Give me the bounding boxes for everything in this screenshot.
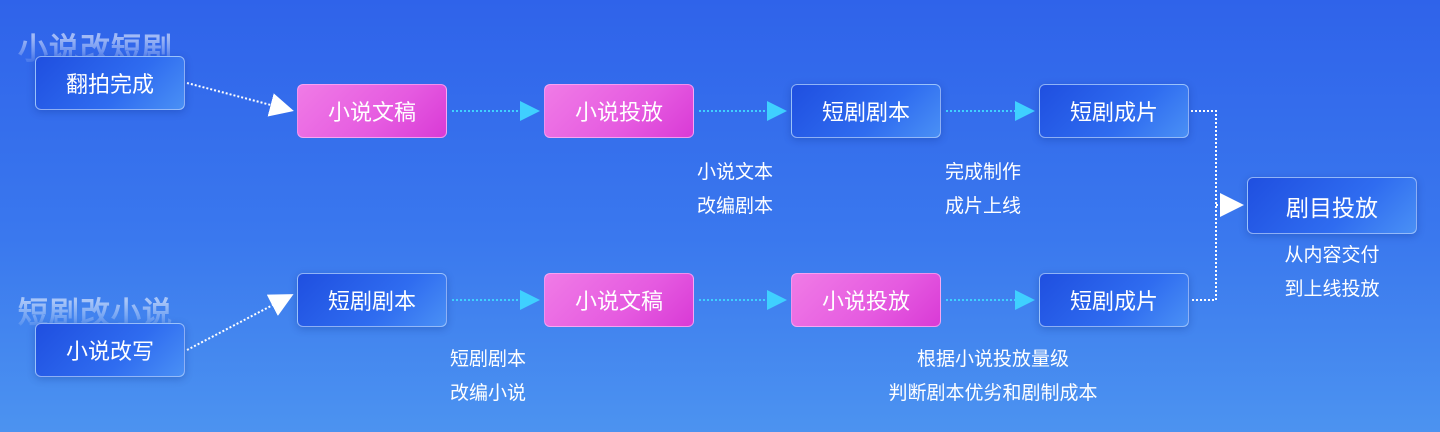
node-final-release: 剧目投放 [1247,177,1417,234]
arrow [186,294,294,351]
caption-bottom-2: 根据小说投放量级判断剧本优劣和剧制成本 [888,348,1098,404]
node-novel-rewrite: 小说改写 [35,323,185,377]
node-bottom-2: 小说文稿 [544,273,694,327]
node-top-4: 短剧成片 [1039,84,1189,138]
node-top-2: 小说投放 [544,84,694,138]
node-top-3: 短剧剧本 [791,84,941,138]
node-remake-complete: 翻拍完成 [35,56,185,110]
caption-bottom-1: 短剧剧本改编小说 [450,348,527,404]
merge-connector [1191,110,1240,301]
node-top-1: 小说文稿 [297,84,447,138]
caption-top-2: 完成制作成片上线 [945,161,1022,217]
node-bottom-4: 短剧成片 [1039,273,1189,327]
caption-top-1: 小说文本改编剧本 [697,161,774,217]
node-bottom-1: 短剧剧本 [297,273,447,327]
node-bottom-3: 小说投放 [791,273,941,327]
arrow [186,82,294,117]
caption-final: 从内容交付到上线投放 [1284,244,1380,300]
